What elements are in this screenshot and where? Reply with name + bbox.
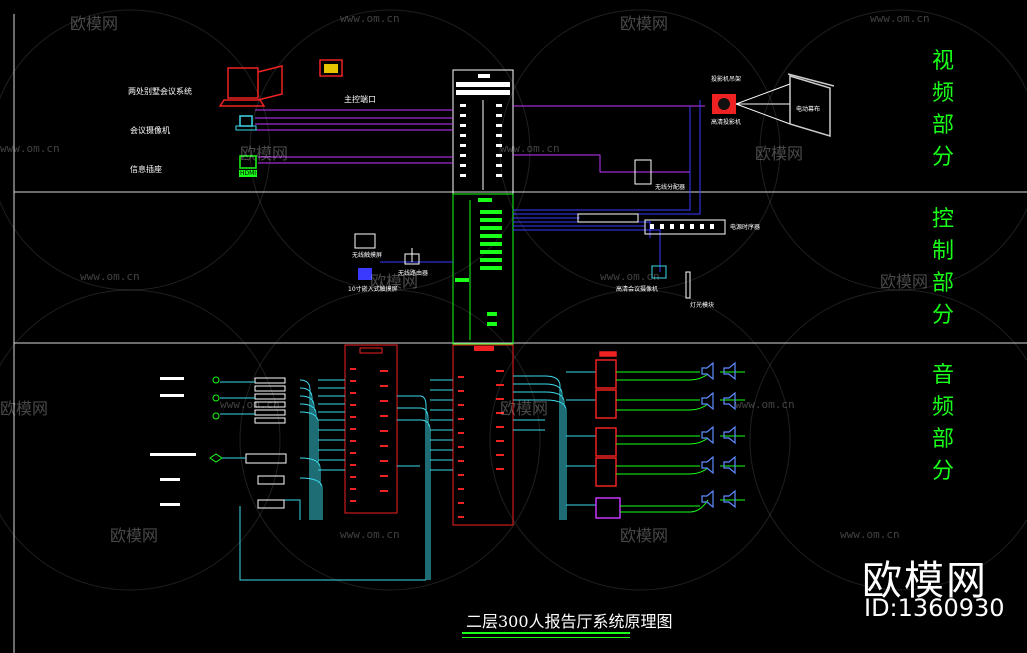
monitor-device xyxy=(319,59,343,77)
brand-logo-text: 欧模网 xyxy=(862,558,988,604)
label-camera-ctrl: 高清会议摄像机 xyxy=(616,286,659,293)
amplifier-stack xyxy=(595,351,617,487)
watermark-logo: 欧模网 xyxy=(880,272,929,291)
camera-device xyxy=(235,115,257,131)
watermark-logo: 欧模网 xyxy=(755,144,804,163)
label-touch-ipad: 10寸嵌入式触摸屏 xyxy=(348,286,398,293)
watermark-url: www.om.cn xyxy=(870,12,930,25)
watermark-logo: 欧模网 xyxy=(70,14,119,33)
label-projector: 高清投影机 xyxy=(711,119,742,126)
control-lines xyxy=(380,217,661,272)
watermark-url: www.om.cn xyxy=(340,528,400,541)
label-hdmi: HDMI xyxy=(240,170,257,177)
watermark-url: www.om.cn xyxy=(500,142,560,155)
watermark-url: www.om.cn xyxy=(840,528,900,541)
audio-processor-left xyxy=(344,344,398,514)
label-light-ctrl: 灯光模块 xyxy=(690,302,715,309)
watermark-url: www.om.cn xyxy=(220,398,280,411)
watermark-logo: 欧模网 xyxy=(500,399,549,418)
diagram-title: 二层300人报告厅系统原理图 xyxy=(466,612,673,631)
watermark-logo: 欧模网 xyxy=(240,144,289,163)
video-lines xyxy=(255,100,705,215)
speaker-lines xyxy=(616,371,745,513)
watermark-url: www.om.cn xyxy=(735,398,795,411)
speakers xyxy=(701,361,736,509)
screen-device xyxy=(787,73,835,138)
watermark-circles xyxy=(0,9,1027,591)
label-screen: 电动幕布 xyxy=(796,106,821,113)
watermark-logo: 欧模网 xyxy=(0,399,49,418)
label-conference-system: 两处别墅会议系统 xyxy=(128,87,192,96)
watermark-url: www.om.cn xyxy=(600,270,660,283)
audio-processor-right xyxy=(452,344,514,526)
watermark-url: www.om.cn xyxy=(0,142,60,155)
watermark-logo: 欧模网 xyxy=(620,526,669,545)
title-rule xyxy=(462,632,630,638)
matrix-rack xyxy=(452,69,514,195)
label-projector-top: 投影机吊架 xyxy=(711,76,742,83)
watermark-url: www.om.cn xyxy=(80,270,140,283)
wireless-receiver xyxy=(595,497,621,519)
label-splitter: 无线分配器 xyxy=(655,184,686,191)
section-label-audio: 音频部分 xyxy=(931,363,954,484)
watermark-url: www.om.cn xyxy=(340,12,400,25)
control-devices xyxy=(354,213,726,299)
label-signal-box: 信息插座 xyxy=(130,165,162,174)
label-doc-camera: 会议摄像机 xyxy=(130,126,170,135)
brand-id: ID:1360930 xyxy=(864,594,1005,622)
laptop-device xyxy=(218,65,283,107)
watermark-logo: 欧模网 xyxy=(370,272,419,291)
watermark-logo: 欧模网 xyxy=(110,526,159,545)
section-frame xyxy=(13,14,1027,653)
mic-inputs xyxy=(150,376,287,509)
audio-lines xyxy=(239,371,596,581)
label-power-seq: 电源时序器 xyxy=(730,224,761,231)
label-main-port: 主控端口 xyxy=(344,95,376,104)
control-rack xyxy=(452,193,514,345)
watermark-logo: 欧模网 xyxy=(620,14,669,33)
label-wireless-panel: 无线触摸屏 xyxy=(352,252,383,259)
hdmi-device xyxy=(239,155,257,177)
label-wireless-ap: 无线路由器 xyxy=(398,270,429,277)
splitter-device xyxy=(634,159,652,185)
projector-device xyxy=(712,83,791,125)
section-label-video: 视频部分 xyxy=(931,49,954,170)
section-label-control: 控制部分 xyxy=(931,207,954,328)
